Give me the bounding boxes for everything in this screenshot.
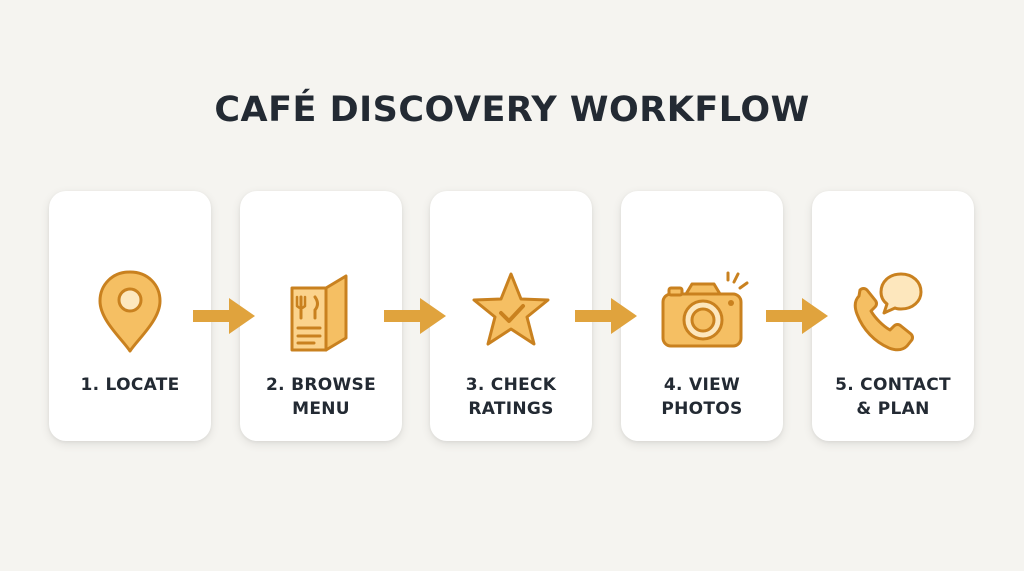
arrow-right-icon (193, 298, 255, 334)
map-pin-icon (49, 261, 211, 361)
diagram-title: CAFÉ DISCOVERY WORKFLOW (214, 90, 810, 130)
arrow-right-icon (766, 298, 828, 334)
step-label: 5. CONTACT & PLAN (835, 375, 951, 419)
step-label: 3. CHECK RATINGS (465, 375, 557, 419)
step-card-browse-menu: 2. BROWSE MENU (240, 191, 402, 441)
step-card-view-photos: 4. VIEW PHOTOS (621, 191, 783, 441)
star-check-icon (430, 261, 592, 361)
step-card-check-ratings: 3. CHECK RATINGS (430, 191, 592, 441)
arrow-right-icon (575, 298, 637, 334)
camera-icon (621, 261, 783, 361)
step-card-contact-plan: 5. CONTACT & PLAN (812, 191, 974, 441)
arrow-right-icon (384, 298, 446, 334)
step-card-locate: 1. LOCATE (49, 191, 211, 441)
step-label: 2. BROWSE MENU (265, 375, 376, 419)
menu-icon (240, 261, 402, 361)
step-label: 4. VIEW PHOTOS (661, 375, 743, 419)
step-label: 1. LOCATE (80, 375, 180, 395)
phone-chat-icon (812, 261, 974, 361)
